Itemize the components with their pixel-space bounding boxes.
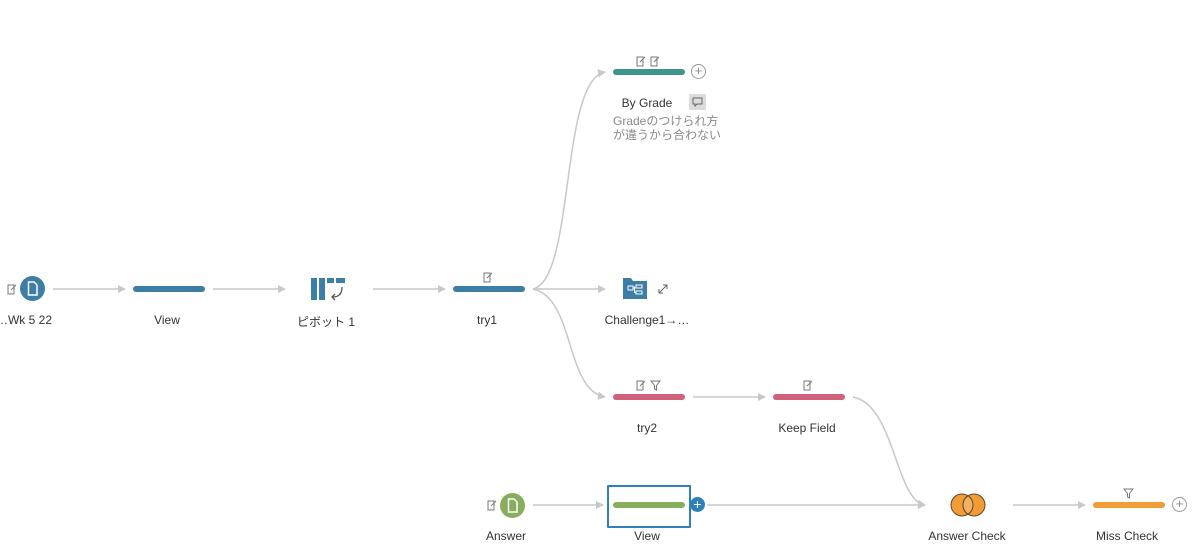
step-bar-view-2[interactable] — [613, 502, 685, 508]
step-bar-keep-field[interactable] — [773, 394, 845, 400]
node-input-answer[interactable] — [486, 493, 526, 519]
file-input-icon — [20, 276, 45, 301]
step-bar-try1[interactable] — [453, 286, 525, 292]
node-output-challenge1[interactable] — [622, 276, 648, 300]
add-step-icon[interactable]: + — [1172, 497, 1187, 512]
step-bar-try2[interactable] — [613, 394, 685, 400]
node-join-answer-check[interactable] — [949, 492, 989, 518]
node-label: Challenge1→… — [604, 313, 690, 327]
node-label: View — [634, 529, 660, 543]
node-label: Answer Check — [928, 529, 1006, 543]
output-folder-icon — [623, 278, 647, 299]
add-step-icon[interactable]: + — [690, 497, 705, 512]
filter-icon — [1123, 488, 1134, 499]
filter-icon — [650, 380, 661, 391]
step-note: Gradeのつけられ方 — [613, 114, 719, 128]
node-label: By Grade — [621, 96, 673, 110]
file-input-icon — [500, 493, 525, 518]
step-bar-miss-check[interactable] — [1093, 502, 1165, 508]
link-try1-try2 — [532, 288, 606, 400]
node-label: try2 — [636, 421, 657, 435]
step-bar-by-grade[interactable] — [613, 69, 685, 75]
step-bar-view[interactable] — [133, 286, 205, 292]
node-pivot-1[interactable] — [308, 277, 348, 303]
expand-arrows-icon[interactable] — [657, 283, 669, 295]
node-input-22wk5[interactable] — [0, 276, 60, 336]
node-label: 22 Wk 5… — [0, 313, 52, 327]
step-note: が違うから合わない — [613, 128, 722, 142]
node-label: View — [154, 313, 180, 327]
node-label: Answer — [485, 529, 526, 543]
node-label: try1 — [476, 313, 497, 327]
link-try1-bygrade — [532, 69, 606, 290]
edit-step-icon — [650, 56, 660, 67]
edit-step-icon — [636, 56, 646, 67]
node-label: Keep Field — [778, 421, 836, 435]
edit-step-icon — [483, 272, 493, 283]
pivot-icon — [311, 278, 345, 301]
comment-icon[interactable] — [689, 94, 706, 110]
edit-step-icon — [636, 380, 646, 391]
edit-step-icon — [7, 284, 17, 295]
add-step-icon[interactable]: + — [691, 64, 706, 79]
node-label: ピボット 1 — [296, 315, 355, 329]
node-label: Miss Check — [1095, 529, 1158, 543]
edit-step-icon — [803, 380, 813, 391]
link-keepfield-answercheck — [852, 396, 926, 508]
join-venn-icon — [950, 493, 986, 517]
edit-step-icon — [487, 500, 497, 511]
